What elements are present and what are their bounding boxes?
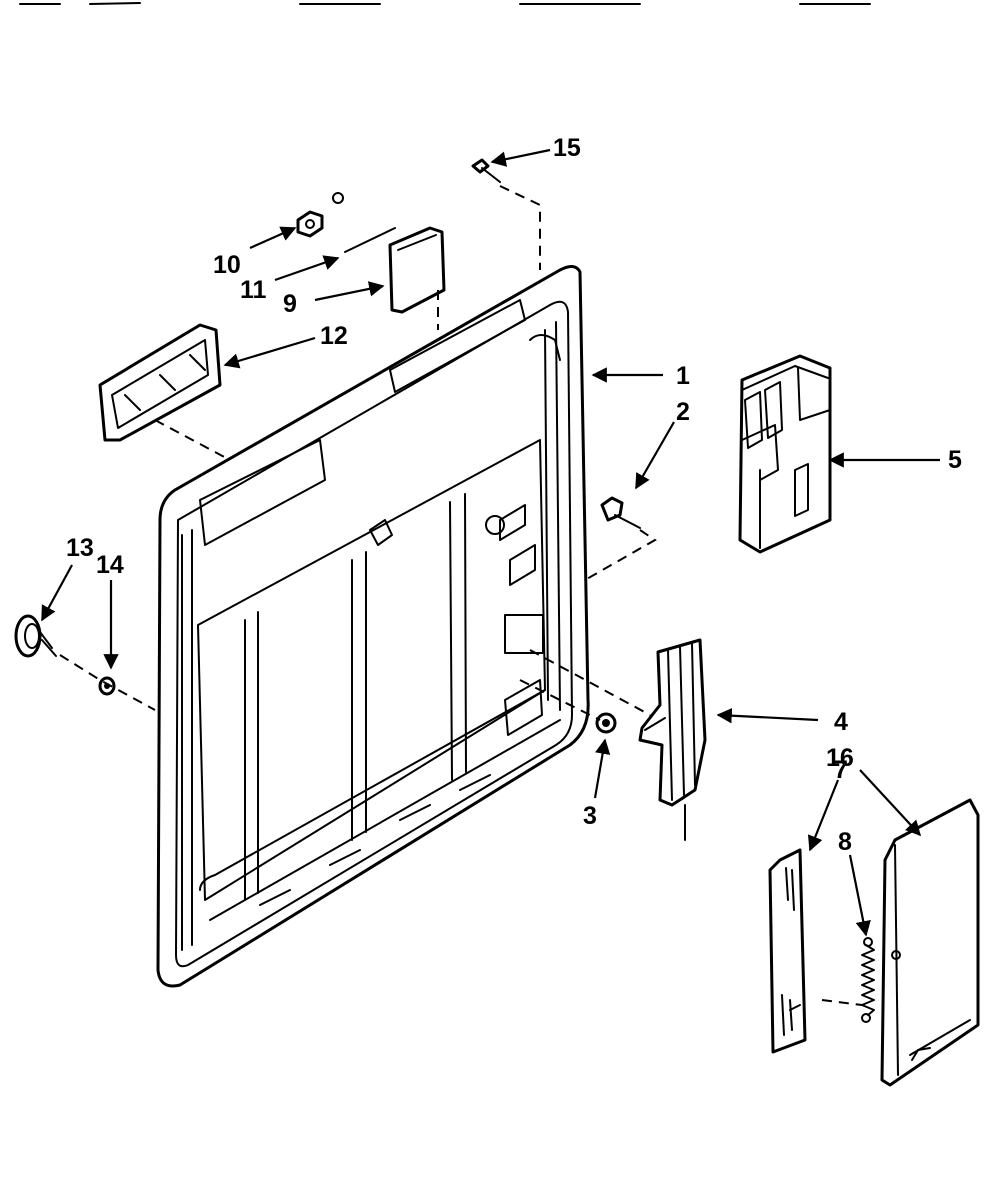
side-panel <box>880 798 980 1087</box>
callout-11: 11 <box>240 276 267 304</box>
handle-bracket <box>98 323 222 442</box>
callout-13: 13 <box>66 534 94 562</box>
knob <box>14 614 57 658</box>
hinge-pin <box>600 496 641 529</box>
scan-artifacts <box>19 2 871 5</box>
callout-15: 15 <box>553 134 581 162</box>
callout-4: 4 <box>834 708 848 736</box>
latch-lever <box>638 638 707 841</box>
callout-1: 1 <box>676 362 690 390</box>
nut <box>296 192 344 238</box>
rod <box>344 227 396 253</box>
callout-9: 9 <box>283 290 297 318</box>
latch-module <box>738 354 832 554</box>
callout-16: 16 <box>826 744 854 772</box>
screw-top <box>471 158 501 183</box>
callout-14: 14 <box>96 551 124 579</box>
bumper <box>595 712 617 734</box>
slide-bracket <box>768 848 807 1054</box>
leader-arrows <box>41 148 940 937</box>
callout-2: 2 <box>676 398 690 426</box>
callout-7: 7 <box>834 756 848 784</box>
callout-labels: 15 10 11 9 12 1 2 5 13 14 4 16 7 3 8 <box>66 134 962 856</box>
callout-10: 10 <box>213 251 241 279</box>
assembly-lines <box>59 185 657 721</box>
callout-8: 8 <box>838 828 852 856</box>
callout-3: 3 <box>583 802 597 830</box>
callout-12: 12 <box>320 322 348 350</box>
cover-plate <box>388 226 446 314</box>
spring <box>821 937 875 1023</box>
callout-5: 5 <box>948 446 962 474</box>
inner-door-panel <box>156 265 590 988</box>
